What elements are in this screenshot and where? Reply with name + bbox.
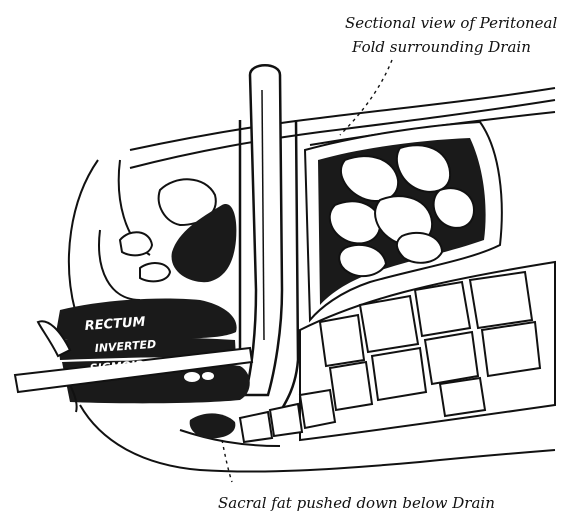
- caption-peritoneal-line2: Fold surrounding Drain: [351, 38, 531, 56]
- pubic-bone-mass: [120, 179, 236, 282]
- caption-peritoneal-line1: Sectional view of Peritoneal: [345, 14, 557, 32]
- sacrum-vertebrae: [240, 262, 555, 442]
- caption-sacral-fat: Sacral fat pushed down below Drain: [218, 494, 495, 512]
- vertical-drain: [240, 65, 298, 420]
